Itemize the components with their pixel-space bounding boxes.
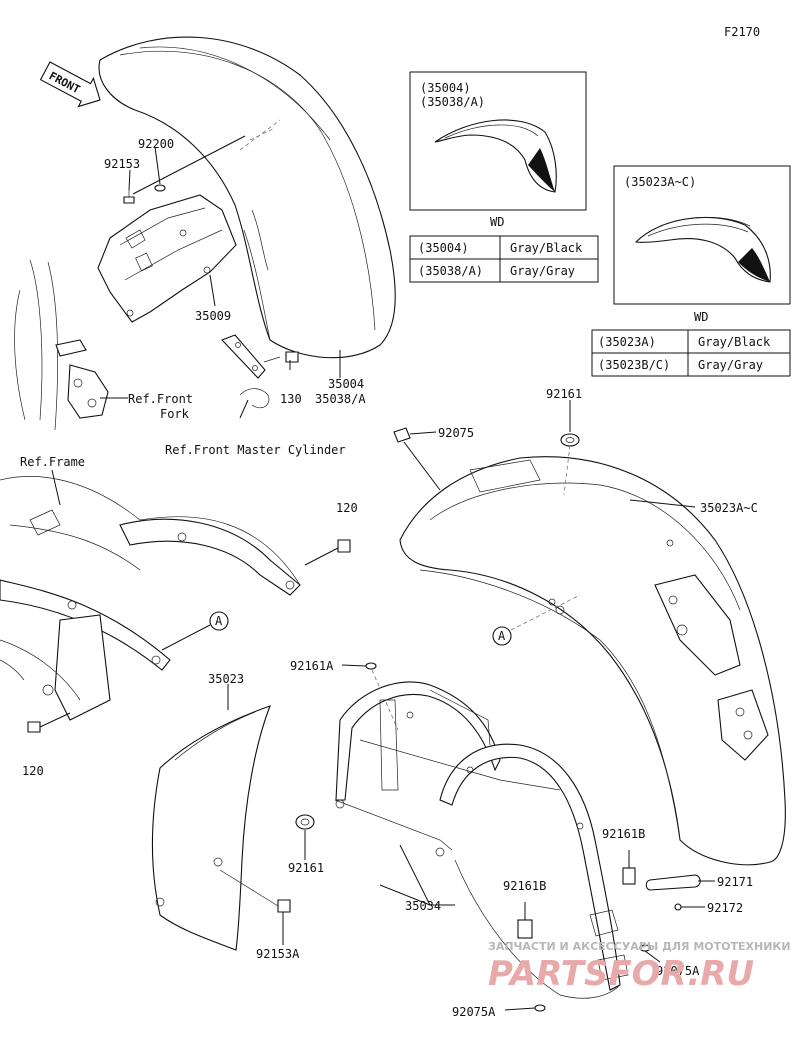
- screw-92153a: [219, 869, 291, 913]
- callout-92161b-upper: 92161B: [602, 827, 645, 841]
- inset-front-fender: (35004) (35038/A) WD (35004) Gray/Black …: [409, 71, 599, 283]
- leader-bracket-bolt: [132, 135, 246, 195]
- inset-front-row2-color: Gray/Gray: [510, 264, 575, 278]
- bolt-120-top: [304, 539, 351, 566]
- inset-rear-row2-code: (35023B/C): [598, 358, 670, 372]
- callout-35023ac: 35023A~C: [700, 501, 758, 515]
- pad-92161b-upper: [622, 850, 636, 885]
- callout-35009: 35009: [195, 309, 231, 323]
- ref-front-fork-line1: Ref.Front: [128, 392, 193, 406]
- inset-rear-row1-color: Gray/Black: [698, 335, 771, 349]
- front-fender: [98, 36, 396, 359]
- callout-92161-top: 92161: [546, 387, 582, 401]
- front-fork-ref: [14, 259, 109, 431]
- callout-92171: 92171: [717, 875, 753, 889]
- callout-120-top: 120: [336, 501, 358, 515]
- callout-92153a: 92153A: [256, 947, 300, 961]
- ref-master-cylinder: Ref.Front Master Cylinder: [165, 443, 346, 457]
- hose-clamp: [221, 334, 270, 409]
- screw-92153: [123, 190, 135, 204]
- inset-front-row1-color: Gray/Black: [510, 241, 583, 255]
- leader-lines: [51, 146, 696, 1011]
- rear-fender: [399, 456, 786, 866]
- inset-rear-caption: WD: [694, 310, 708, 324]
- inset-rear-row1-code: (35023A): [598, 335, 656, 349]
- svg-text:A: A: [498, 629, 506, 643]
- callout-92161a: 92161A: [290, 659, 334, 673]
- inset-rear-row2-color: Gray/Gray: [698, 358, 763, 372]
- svg-text:(35023A~C): (35023A~C): [624, 175, 696, 189]
- svg-text:A: A: [215, 614, 223, 628]
- callout-92075: 92075: [438, 426, 474, 440]
- leader-92161-top: [563, 444, 571, 496]
- frame-ref: [0, 476, 301, 721]
- figure-code: F2170: [724, 25, 760, 39]
- grommet-92075: [393, 427, 441, 491]
- callout-92172: 92172: [707, 901, 743, 915]
- svg-text:(35038/A): (35038/A): [420, 95, 485, 109]
- callout-120-bottom: 120: [22, 764, 44, 778]
- strap-92171: [645, 874, 715, 891]
- marker-a-left: A: [161, 611, 229, 651]
- inset-front-row1-code: (35004): [418, 241, 469, 255]
- svg-text:(35004): (35004): [420, 81, 471, 95]
- inset-front-row2-code: (35038/A): [418, 264, 483, 278]
- callout-35023: 35023: [208, 672, 244, 686]
- ref-front-fork-line2: Fork: [160, 407, 190, 421]
- rear-subframe-35034: [334, 681, 629, 999]
- watermark-brand: PARTSFOR.RU: [488, 954, 754, 994]
- bracket-35009: [97, 194, 237, 323]
- clamp-92075a: [534, 944, 651, 1012]
- callout-92075a-lower: 92075A: [452, 1005, 496, 1019]
- callout-92161-bottom: 92161: [288, 861, 324, 875]
- inset-rear-fender: (35023A~C) WD (35023A) Gray/Black (35023…: [591, 165, 791, 377]
- grommet-92161-top: [560, 433, 580, 447]
- callout-130: 130: [280, 392, 302, 406]
- washer-92200: [154, 184, 166, 192]
- ref-frame: Ref.Frame: [20, 455, 85, 469]
- callout-92200: 92200: [138, 137, 174, 151]
- grommet-92161-bottom: [295, 814, 315, 830]
- inner-fender-35023: [151, 705, 271, 951]
- callout-35034: 35034: [405, 899, 441, 913]
- watermark-tagline: ЗАПЧАСТИ И АКСЕССУАРЫ ДЛЯ МОТОТЕХНИКИ: [488, 940, 791, 953]
- callout-92161b-lower: 92161B: [503, 879, 546, 893]
- front-arrow: FRONT: [39, 61, 101, 108]
- callout-92075a-upper: 92075A: [656, 964, 700, 978]
- inset-front-caption: WD: [490, 215, 504, 229]
- clip-92172: [674, 903, 705, 911]
- callout-92153: 92153: [104, 157, 140, 171]
- marker-a-right: A: [492, 594, 581, 646]
- callout-35004: 35004: [328, 377, 364, 391]
- bolt-130: [263, 351, 299, 363]
- callout-35038a: 35038/A: [315, 392, 366, 406]
- bolt-120-bottom: [27, 712, 71, 733]
- pad-92161b-lower: [517, 902, 533, 939]
